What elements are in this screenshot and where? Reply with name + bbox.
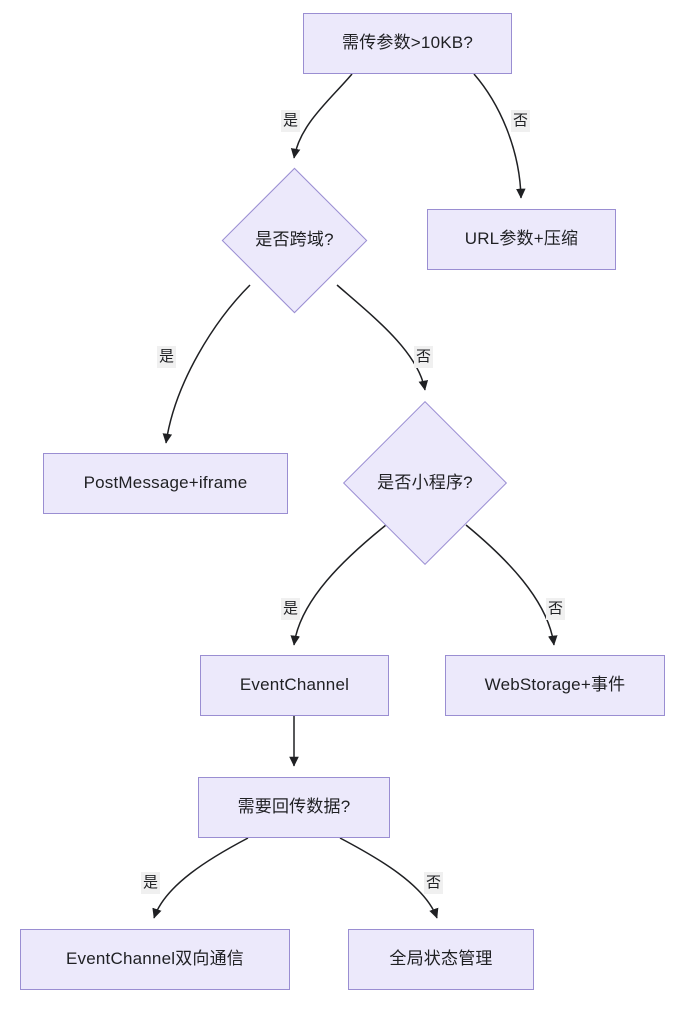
node-label: PostMessage+iframe [83, 473, 248, 493]
node-cross-domain-question[interactable]: 是否跨域? [221, 167, 368, 314]
edge-label-no-callback: 否 [424, 872, 444, 895]
node-miniprogram-question[interactable]: 是否小程序? [342, 400, 508, 566]
node-postmessage-iframe[interactable]: PostMessage+iframe [43, 453, 288, 514]
node-eventchannel-bidirectional[interactable]: EventChannel双向通信 [20, 929, 290, 990]
node-url-params-compress[interactable]: URL参数+压缩 [427, 209, 616, 270]
node-label: 是否跨域? [255, 230, 334, 250]
edge-n8-n10 [339, 837, 439, 919]
edge-label-yes-miniprogram: 是 [281, 598, 301, 621]
node-label: WebStorage+事件 [484, 675, 626, 695]
node-webstorage-events[interactable]: WebStorage+事件 [445, 655, 665, 716]
node-global-state-management[interactable]: 全局状态管理 [348, 929, 534, 990]
node-need-callback-question[interactable]: 需要回传数据? [198, 777, 390, 838]
node-label: URL参数+压缩 [464, 229, 579, 249]
edge-label-no-miniprogram: 否 [546, 598, 566, 621]
node-label: EventChannel双向通信 [66, 949, 244, 969]
node-label: 需传参数>10KB? [342, 33, 473, 53]
edge-label-no-root: 否 [511, 110, 531, 133]
edge-label-yes-root: 是 [281, 110, 301, 133]
node-eventchannel[interactable]: EventChannel [200, 655, 389, 716]
node-label: 需要回传数据? [237, 797, 351, 817]
edge-n1-n3 [473, 73, 526, 199]
node-label: EventChannel [239, 675, 350, 695]
node-label: 全局状态管理 [389, 949, 493, 969]
node-root-question[interactable]: 需传参数>10KB? [303, 13, 512, 74]
node-label: 是否小程序? [377, 472, 473, 492]
edge-label-no-cross-domain: 否 [414, 346, 434, 369]
edge-label-yes-cross-domain: 是 [157, 346, 177, 369]
edge-label-yes-callback: 是 [141, 872, 161, 895]
edge-n1-n2 [290, 73, 353, 159]
edge-n8-n9 [152, 837, 249, 919]
